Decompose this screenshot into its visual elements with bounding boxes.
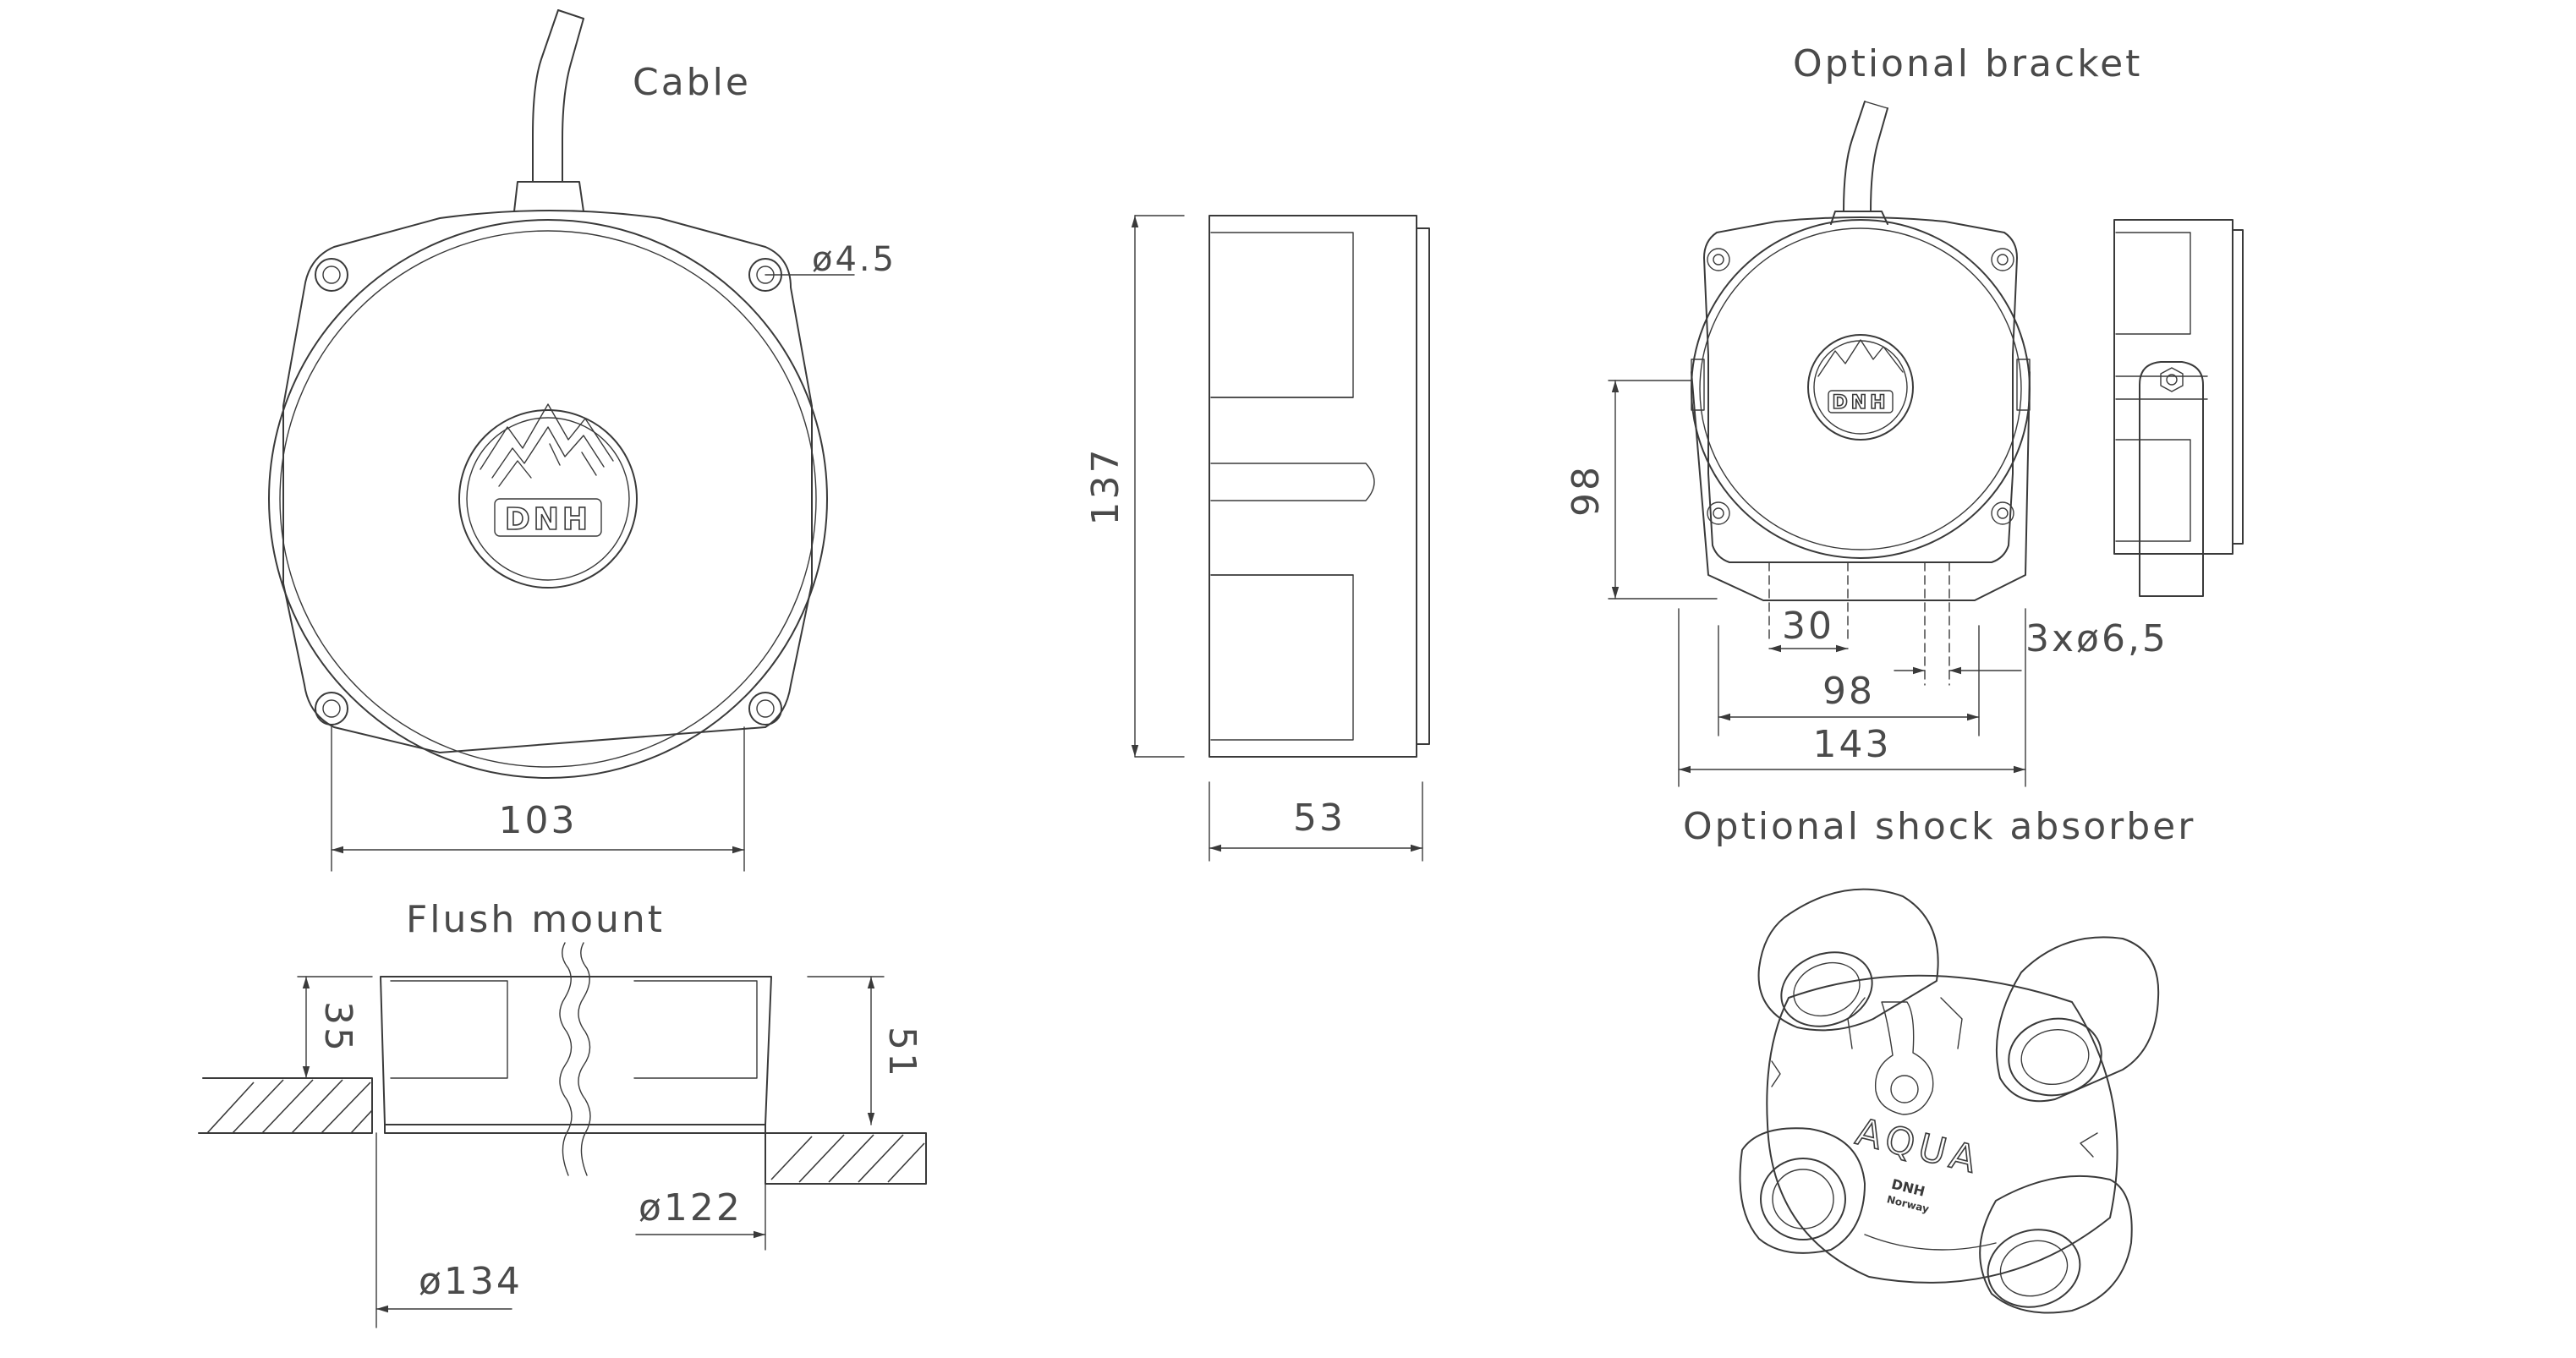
side-view: 137 53 <box>1084 215 1430 862</box>
bumper-bottom-left <box>1739 1127 1866 1254</box>
bumper-bottom-right <box>1979 1175 2133 1314</box>
dnh-logo-badge: DNH <box>458 403 638 589</box>
outer-disc <box>268 219 828 779</box>
flush-depth-35-label: 35 <box>316 1001 359 1054</box>
housing-outline <box>282 210 813 753</box>
surface-hatch-left <box>206 1079 373 1134</box>
cable-label: Cable <box>633 61 751 104</box>
absorber-norway-text: Norway <box>1886 1193 1931 1215</box>
depth-53-label: 53 <box>1293 797 1346 840</box>
flush-mount-label: Flush mount <box>406 898 665 941</box>
flush-dia-134-label: ø134 <box>419 1260 523 1303</box>
optional-bracket-label: Optional bracket <box>1793 42 2142 85</box>
bracket-logo-text: DNH <box>1832 392 1888 413</box>
logo-brand-text: DNH <box>505 502 591 537</box>
flush-dia-122-label: ø122 <box>639 1186 743 1229</box>
cable <box>513 9 584 212</box>
flush-total-51-label: 51 <box>880 1027 924 1079</box>
height-137-label: 137 <box>1084 447 1127 526</box>
flush-mount-view: Flush mount 35 <box>198 898 927 1328</box>
bumper-top-left <box>1757 888 1939 1032</box>
bracket-width-143-label: 143 <box>1813 723 1892 766</box>
front-view: DNH ø4.5 Cable 103 <box>268 9 896 872</box>
width-103-label: 103 <box>499 799 578 842</box>
bracket-height-98-label: 98 <box>1565 464 1608 517</box>
optional-bracket-front: Optional bracket DNH 98 <box>1565 42 2168 787</box>
optional-bracket-side <box>2113 219 2244 597</box>
surface-hatch-right <box>770 1134 925 1183</box>
hole-diameter-label: ø4.5 <box>812 240 896 279</box>
bracket-holes-label: 3xø6,5 <box>2025 617 2168 660</box>
shock-absorber-label: Optional shock absorber <box>1683 805 2195 848</box>
mounting-holes <box>315 258 782 726</box>
spacing-30-label: 30 <box>1782 605 1834 648</box>
spacing-98-label: 98 <box>1822 670 1875 713</box>
bumper-top-right <box>1995 936 2160 1103</box>
shock-absorber-view: Optional shock absorber <box>1683 805 2195 1314</box>
aqua-brand-text: AQUA <box>1851 1110 1985 1183</box>
